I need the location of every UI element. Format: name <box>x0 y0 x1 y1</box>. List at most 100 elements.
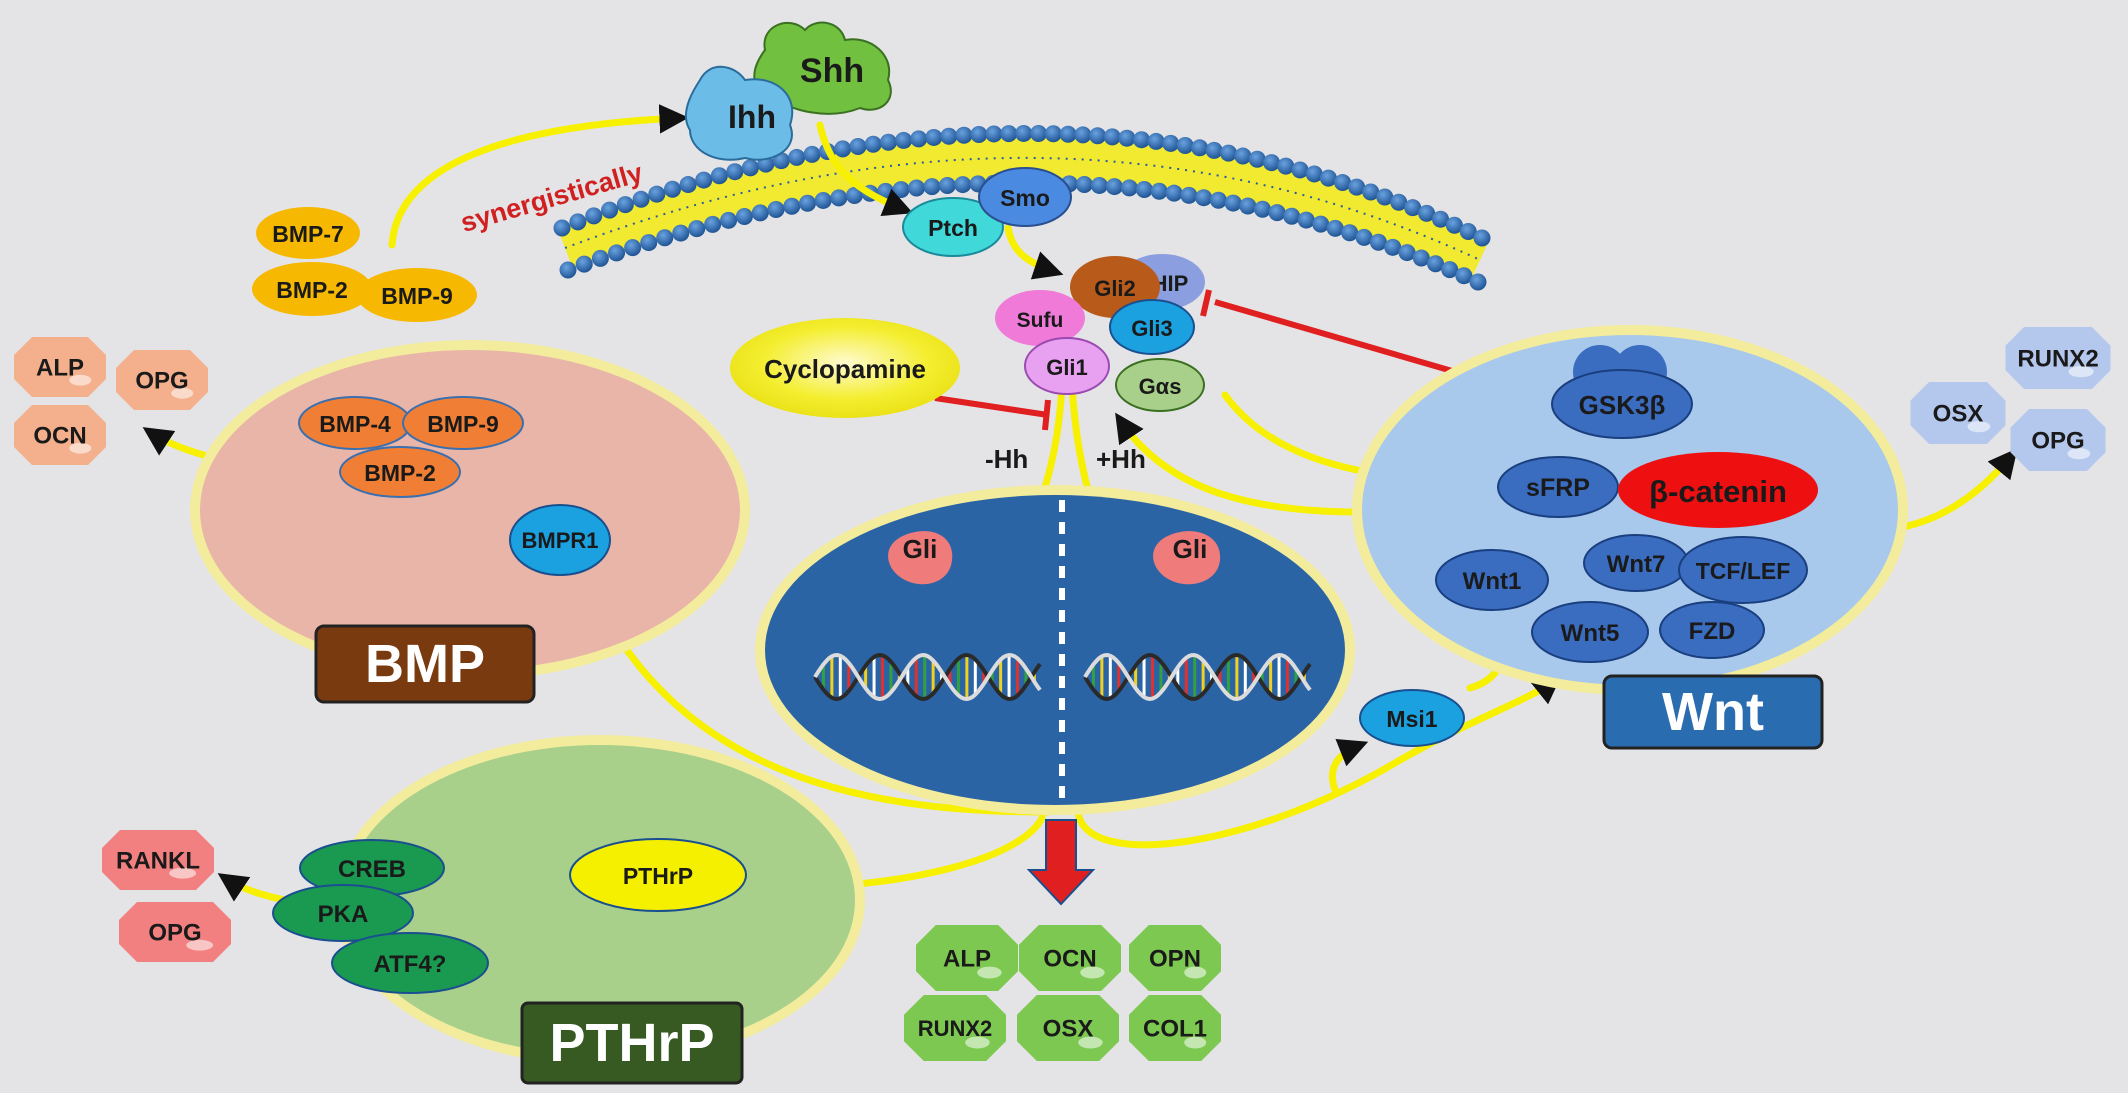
svg-text:PTHrP: PTHrP <box>623 863 693 889</box>
fzd-node: FZD <box>1659 601 1765 659</box>
wnt-output-osx-label: OSX <box>1933 401 1984 428</box>
svg-text:BMP: BMP <box>365 634 485 694</box>
svg-text:Gli1: Gli1 <box>1046 355 1088 380</box>
wnt1-node: Wnt1 <box>1435 549 1549 611</box>
wnt-output-runx2: RUNX2 <box>2005 327 2111 389</box>
svg-text:BMP-4: BMP-4 <box>319 411 391 437</box>
marker-col1-label: COL1 <box>1143 1016 1207 1043</box>
svg-text:Gli: Gli <box>903 534 938 564</box>
svg-text:Gli3: Gli3 <box>1131 316 1173 341</box>
marker-col1: COL1 <box>1129 995 1221 1061</box>
svg-text:Wnt5: Wnt5 <box>1561 620 1620 647</box>
ptch-receptor: Ptch <box>902 197 1004 257</box>
svg-text:BMP-9: BMP-9 <box>381 283 453 309</box>
shh-ligand: Shh <box>753 21 892 115</box>
marker-runx2-label: RUNX2 <box>918 1016 993 1041</box>
svg-text:PTHrP: PTHrP <box>549 1013 714 1073</box>
pthrp-output-rankl: RANKL <box>102 830 214 890</box>
svg-text:Wnt1: Wnt1 <box>1463 568 1522 595</box>
marker-alp-label: ALP <box>943 946 991 973</box>
svg-text:Shh: Shh <box>800 52 864 90</box>
wnt-cell: GSK3β sFRP β-catenin Wnt1 Wnt7 TCF/LEF W… <box>1352 325 1908 750</box>
atf4-node: ATF4? <box>331 932 489 994</box>
cyclopamine-node: Cyclopamine <box>730 318 960 418</box>
gli-right-node: Gli <box>1153 531 1221 585</box>
bmp2-node: BMP-2 <box>252 262 372 316</box>
marker-ocn: OCN <box>1019 925 1121 991</box>
bmp9-node: BMP-9 <box>357 268 477 322</box>
arrow-pka-to-rankl <box>217 873 289 904</box>
wnt-output-opg-label: OPG <box>2031 428 2084 455</box>
svg-text:CREB: CREB <box>338 856 406 883</box>
svg-text:Gli: Gli <box>1173 534 1208 564</box>
marker-osx: OSX <box>1017 995 1119 1061</box>
marker-osx-label: OSX <box>1043 1016 1094 1043</box>
bmp2-cell-node: BMP-2 <box>339 446 461 498</box>
minus-hh-label: -Hh <box>985 444 1028 474</box>
svg-text:Sufu: Sufu <box>1017 309 1064 332</box>
bmp-title-box: BMP <box>314 624 536 704</box>
svg-text:Cyclopamine: Cyclopamine <box>764 354 926 384</box>
svg-text:PKA: PKA <box>318 901 369 928</box>
marker-runx2: RUNX2 <box>904 995 1006 1061</box>
svg-text:Wnt7: Wnt7 <box>1607 551 1666 578</box>
marker-opn: OPN <box>1129 925 1221 991</box>
wnt-output-opg: OPG <box>2010 409 2106 471</box>
bmp-output-opg: OPG <box>116 350 208 410</box>
marker-opn-label: OPN <box>1149 946 1201 973</box>
pthrp-output-rankl-label: RANKL <box>116 848 200 875</box>
bmp4-node: BMP-4 <box>298 396 412 450</box>
down-arrow <box>1026 819 1096 906</box>
nucleus: Gli Gli <box>755 485 1355 815</box>
gli3-node: Gli3 <box>1109 299 1195 355</box>
svg-text:GSK3β: GSK3β <box>1579 390 1666 420</box>
svg-text:Gli2: Gli2 <box>1094 276 1136 301</box>
wnt5-node: Wnt5 <box>1531 601 1649 663</box>
bmp-output-opg-label: OPG <box>135 368 188 395</box>
smo-receptor: Smo <box>978 167 1072 227</box>
svg-text:BMP-7: BMP-7 <box>272 221 344 247</box>
bmpr1-node: BMPR1 <box>509 504 611 576</box>
svg-text:Ptch: Ptch <box>928 215 978 241</box>
plus-hh-label: +Hh <box>1096 444 1146 474</box>
wnt7-node: Wnt7 <box>1583 534 1689 592</box>
arrow-nucleus-to-wnt5 <box>1074 674 1562 849</box>
bmp7-node: BMP-7 <box>256 207 360 259</box>
svg-text:Msi1: Msi1 <box>1386 706 1437 732</box>
svg-text:β-catenin: β-catenin <box>1649 474 1787 509</box>
pthrp-output-opg-label: OPG <box>148 920 201 947</box>
arrow-bmp7-to-hh <box>388 104 689 249</box>
svg-text:sFRP: sFRP <box>1526 474 1590 502</box>
marker-ocn-label: OCN <box>1043 946 1096 973</box>
wnt-output-osx: OSX <box>1910 382 2006 444</box>
arrow-wnt-to-gli1 <box>1115 412 1364 516</box>
pthrp-output-opg: OPG <box>119 902 231 962</box>
svg-text:Gαs: Gαs <box>1139 374 1182 399</box>
creb-node: CREB <box>299 839 445 897</box>
wnt-output-runx2-label: RUNX2 <box>2017 346 2098 373</box>
bmp-output-alp: ALP <box>14 337 106 397</box>
arrow-smo-to-gli2 <box>1004 224 1064 280</box>
beta-catenin-node: β-catenin <box>1618 452 1818 528</box>
sufu-node: Sufu <box>995 290 1085 346</box>
svg-text:BMPR1: BMPR1 <box>521 528 598 553</box>
svg-text:ATF4?: ATF4? <box>374 951 447 978</box>
ihh-ligand: Ihh <box>684 65 794 161</box>
dna-helix-right <box>1083 652 1312 702</box>
svg-text:Smo: Smo <box>1000 185 1050 211</box>
gli1-node: Gli1 <box>1024 337 1110 395</box>
wnt-title-box: Wnt <box>1602 674 1824 750</box>
tcf-lef-node: TCF/LEF <box>1678 536 1808 604</box>
bmp-output-ocn-label: OCN <box>33 423 86 450</box>
dna-helix-left <box>813 652 1042 702</box>
bmp-output-ocn: OCN <box>14 405 106 465</box>
svg-text:BMP-2: BMP-2 <box>276 277 348 303</box>
svg-text:FZD: FZD <box>1689 618 1736 645</box>
arrow-nucleus-to-msi1 <box>1328 739 1369 794</box>
bmp-cell: BMP-4 BMP-9 BMP-2 BMPR1 BMP <box>190 340 750 704</box>
bmp9-cell-node: BMP-9 <box>402 396 524 450</box>
inhibit-cyclopamine-gli1 <box>934 395 1049 418</box>
sfrp-node: sFRP <box>1497 456 1619 518</box>
